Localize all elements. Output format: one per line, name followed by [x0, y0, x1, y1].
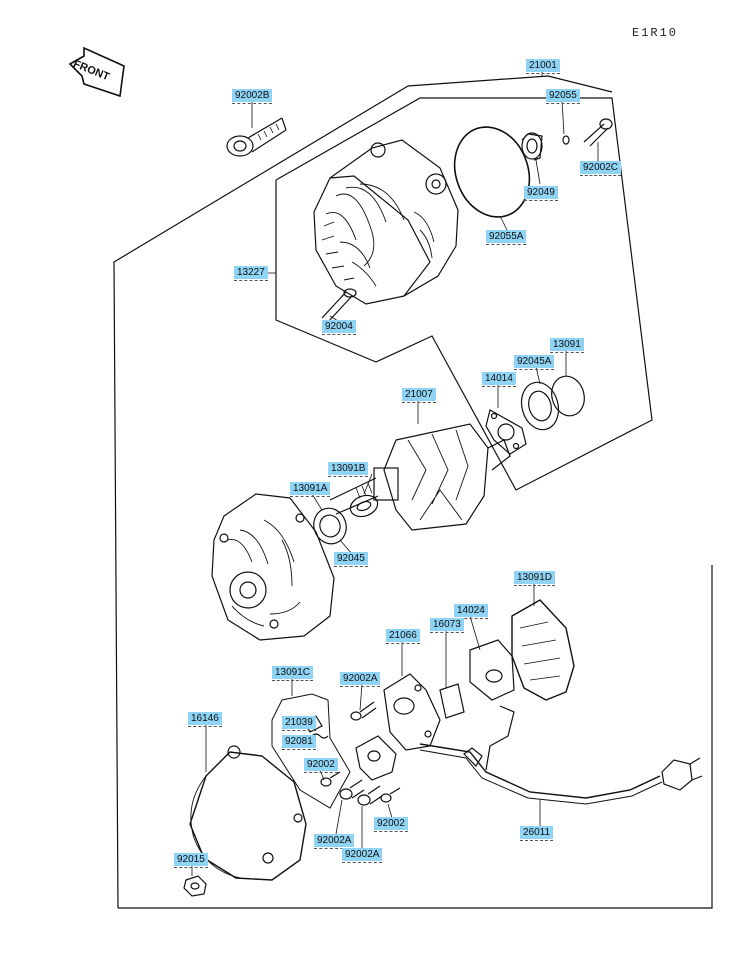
- rotor-21007: [329, 423, 511, 531]
- ring-13091: [551, 375, 585, 417]
- bracket: [355, 735, 397, 781]
- part-label-92081[interactable]: 92081: [282, 735, 316, 750]
- part-label-21007[interactable]: 21007: [402, 388, 436, 403]
- part-label-92002[interactable]: 92002: [304, 758, 338, 773]
- part-label-92002-b[interactable]: 92002: [374, 817, 408, 832]
- assembly-boundary: [118, 565, 713, 909]
- part-label-13091c[interactable]: 13091C: [272, 666, 314, 681]
- part-label-16146[interactable]: 16146: [188, 712, 222, 727]
- front-arrow-icon: [68, 46, 125, 98]
- part-label-13091b[interactable]: 13091B: [328, 462, 369, 477]
- part-label-13227[interactable]: 13227: [234, 266, 268, 281]
- brush-group-boundary: [271, 693, 351, 809]
- part-label-26011[interactable]: 26011: [520, 826, 554, 841]
- nut-92015: [183, 875, 207, 897]
- front-housing: [211, 493, 335, 641]
- wiring-harness-26011: [419, 705, 703, 805]
- bearing-92045a: [520, 381, 560, 431]
- bolt-92002-r: [380, 787, 401, 803]
- rectifier-14024: [469, 599, 575, 701]
- part-label-92055a[interactable]: 92055A: [486, 230, 527, 245]
- cover-16073: [439, 683, 465, 719]
- part-label-13091a[interactable]: 13091A: [290, 482, 331, 497]
- part-label-92045[interactable]: 92045: [334, 552, 368, 567]
- part-label-92002c[interactable]: 92002C: [580, 161, 622, 176]
- part-label-13091d[interactable]: 13091D: [514, 571, 556, 586]
- bolt-92002a-l: [339, 779, 365, 800]
- bolt-92002-l: [320, 771, 341, 787]
- part-label-92002b[interactable]: 92002B: [232, 89, 273, 104]
- part-label-92002a-r[interactable]: 92002A: [342, 848, 383, 863]
- washer-92055: [562, 135, 570, 145]
- part-label-14014[interactable]: 14014: [482, 372, 516, 387]
- part-label-14024[interactable]: 14024: [454, 604, 488, 619]
- part-label-21066[interactable]: 21066: [386, 629, 420, 644]
- spring-92081: [311, 733, 329, 739]
- part-label-16073[interactable]: 16073: [430, 618, 464, 633]
- leader-lines: [191, 70, 599, 876]
- part-label-92004[interactable]: 92004: [322, 320, 356, 335]
- part-label-13091[interactable]: 13091: [550, 338, 584, 353]
- part-label-92002a-l[interactable]: 92002A: [314, 834, 355, 849]
- regulator-21066: [383, 673, 441, 751]
- o-ring-92055a: [453, 126, 531, 218]
- rear-housing-13227: [313, 139, 459, 305]
- part-label-92055[interactable]: 92055: [546, 89, 580, 104]
- housing-group-boundary: [275, 97, 653, 491]
- part-label-92045a[interactable]: 92045A: [514, 355, 555, 370]
- diagram-code: E1R10: [632, 26, 679, 40]
- bolt-92002a-r: [357, 785, 383, 806]
- part-label-21001[interactable]: 21001: [526, 59, 560, 74]
- part-label-92002a-top[interactable]: 92002A: [340, 672, 381, 687]
- part-label-92015[interactable]: 92015: [174, 853, 208, 868]
- bolt-92002a-top: [350, 701, 377, 721]
- part-label-92049[interactable]: 92049: [524, 186, 558, 201]
- bolt-92004: [321, 288, 357, 323]
- collar-92049: [521, 132, 543, 161]
- gasket-14014: [485, 409, 527, 455]
- rear-cover-16146: [189, 745, 307, 881]
- bearing-13091b: [349, 494, 379, 518]
- bolt-92002c: [583, 118, 613, 147]
- part-label-21039[interactable]: 21039: [282, 716, 316, 731]
- cap-screw-92002b: [226, 117, 287, 157]
